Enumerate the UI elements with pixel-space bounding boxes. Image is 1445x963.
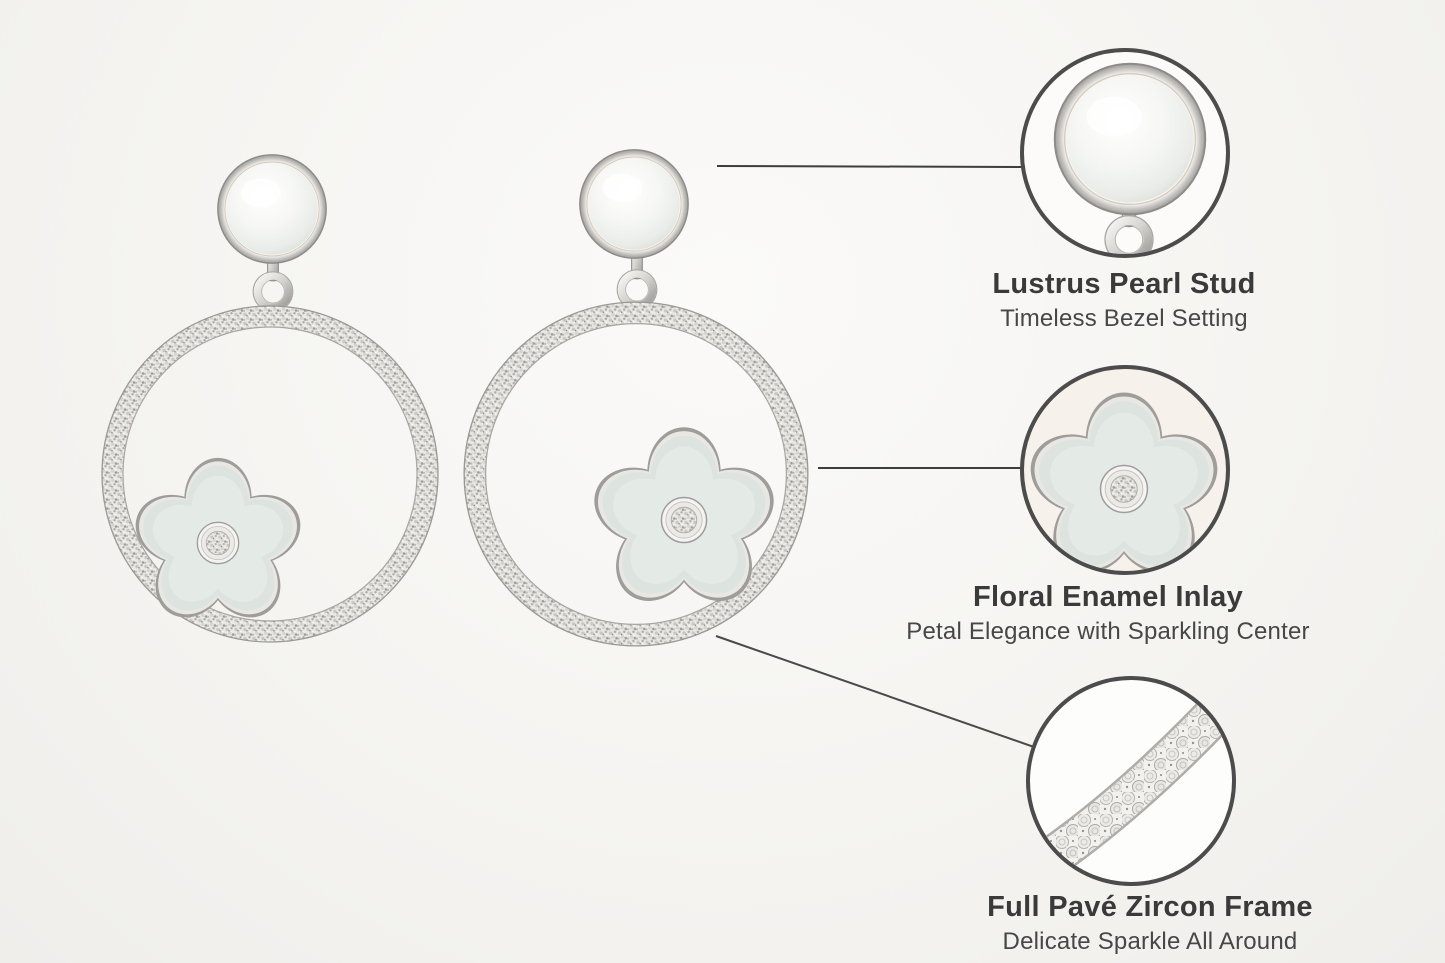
callout-circle-floral-inlay — [1020, 365, 1230, 575]
right-pearl-stud — [579, 149, 689, 259]
connector-line-pave-frame — [715, 635, 1035, 748]
left-flower-charm — [127, 458, 310, 632]
callout-circle-pearl-stud — [1020, 48, 1230, 258]
callout-circle-pave-frame — [1026, 676, 1236, 886]
closeup-pearl-stud — [1053, 62, 1207, 216]
right-earring — [464, 149, 808, 646]
left-pearl-stud — [217, 154, 327, 264]
left-earring — [102, 154, 438, 642]
connector-line-pearl-stud — [716, 165, 1024, 168]
